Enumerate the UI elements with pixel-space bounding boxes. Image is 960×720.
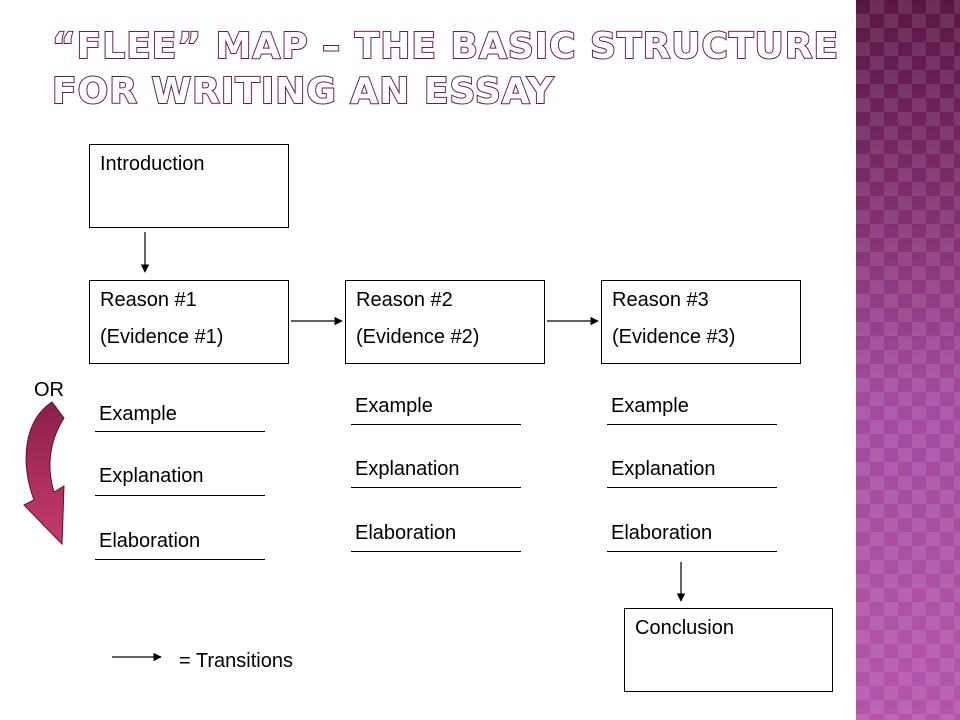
col2-example-line xyxy=(351,424,521,425)
col3-explanation: Explanation xyxy=(611,458,716,480)
conclusion-label: Conclusion xyxy=(635,617,734,639)
col2-elaboration: Elaboration xyxy=(355,522,457,544)
reason-2-title: Reason #2 xyxy=(356,289,453,311)
col1-elaboration: Elaboration xyxy=(99,530,201,552)
reason-3-evidence: (Evidence #3) xyxy=(612,326,736,348)
col2-elaboration-line xyxy=(351,551,521,552)
col2-example: Example xyxy=(355,395,433,417)
conclusion-box: Conclusion xyxy=(624,608,833,692)
col1-explanation: Explanation xyxy=(99,465,204,487)
col1-elaboration-line xyxy=(95,559,265,560)
reason-3-box: Reason #3 (Evidence #3) xyxy=(601,280,801,364)
col2-explanation: Explanation xyxy=(355,458,460,480)
slide-title: “Flee” Map – The basic structure for wri… xyxy=(51,25,840,113)
col1-explanation-line xyxy=(95,495,265,496)
reason-1-title: Reason #1 xyxy=(100,289,197,311)
col1-example-line xyxy=(95,431,265,432)
curved-arrow-icon xyxy=(23,401,65,546)
reason-2-evidence: (Evidence #2) xyxy=(356,326,480,348)
transitions-legend-label: = Transitions xyxy=(179,650,293,672)
col3-example-line xyxy=(607,424,777,425)
introduction-box: Introduction xyxy=(89,144,289,228)
introduction-label: Introduction xyxy=(100,153,205,175)
col2-explanation-line xyxy=(351,487,521,488)
reason-1-evidence: (Evidence #1) xyxy=(100,326,224,348)
decorative-side-stripe xyxy=(856,0,960,720)
reason-2-box: Reason #2 (Evidence #2) xyxy=(345,280,545,364)
col3-example: Example xyxy=(611,395,689,417)
reason-1-box: Reason #1 (Evidence #1) xyxy=(89,280,289,364)
col3-explanation-line xyxy=(607,487,777,488)
reason-3-title: Reason #3 xyxy=(612,289,709,311)
or-label: OR xyxy=(34,379,64,401)
col3-elaboration: Elaboration xyxy=(611,522,713,544)
col1-example: Example xyxy=(99,403,177,425)
col3-elaboration-line xyxy=(607,551,777,552)
